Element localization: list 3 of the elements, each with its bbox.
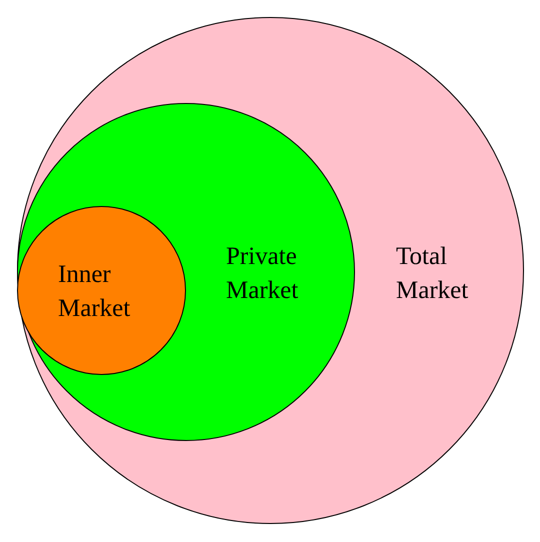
set-label: Inner Market bbox=[58, 260, 132, 324]
set-label: Total Market bbox=[396, 242, 470, 306]
set-label: Private Market bbox=[226, 242, 300, 306]
